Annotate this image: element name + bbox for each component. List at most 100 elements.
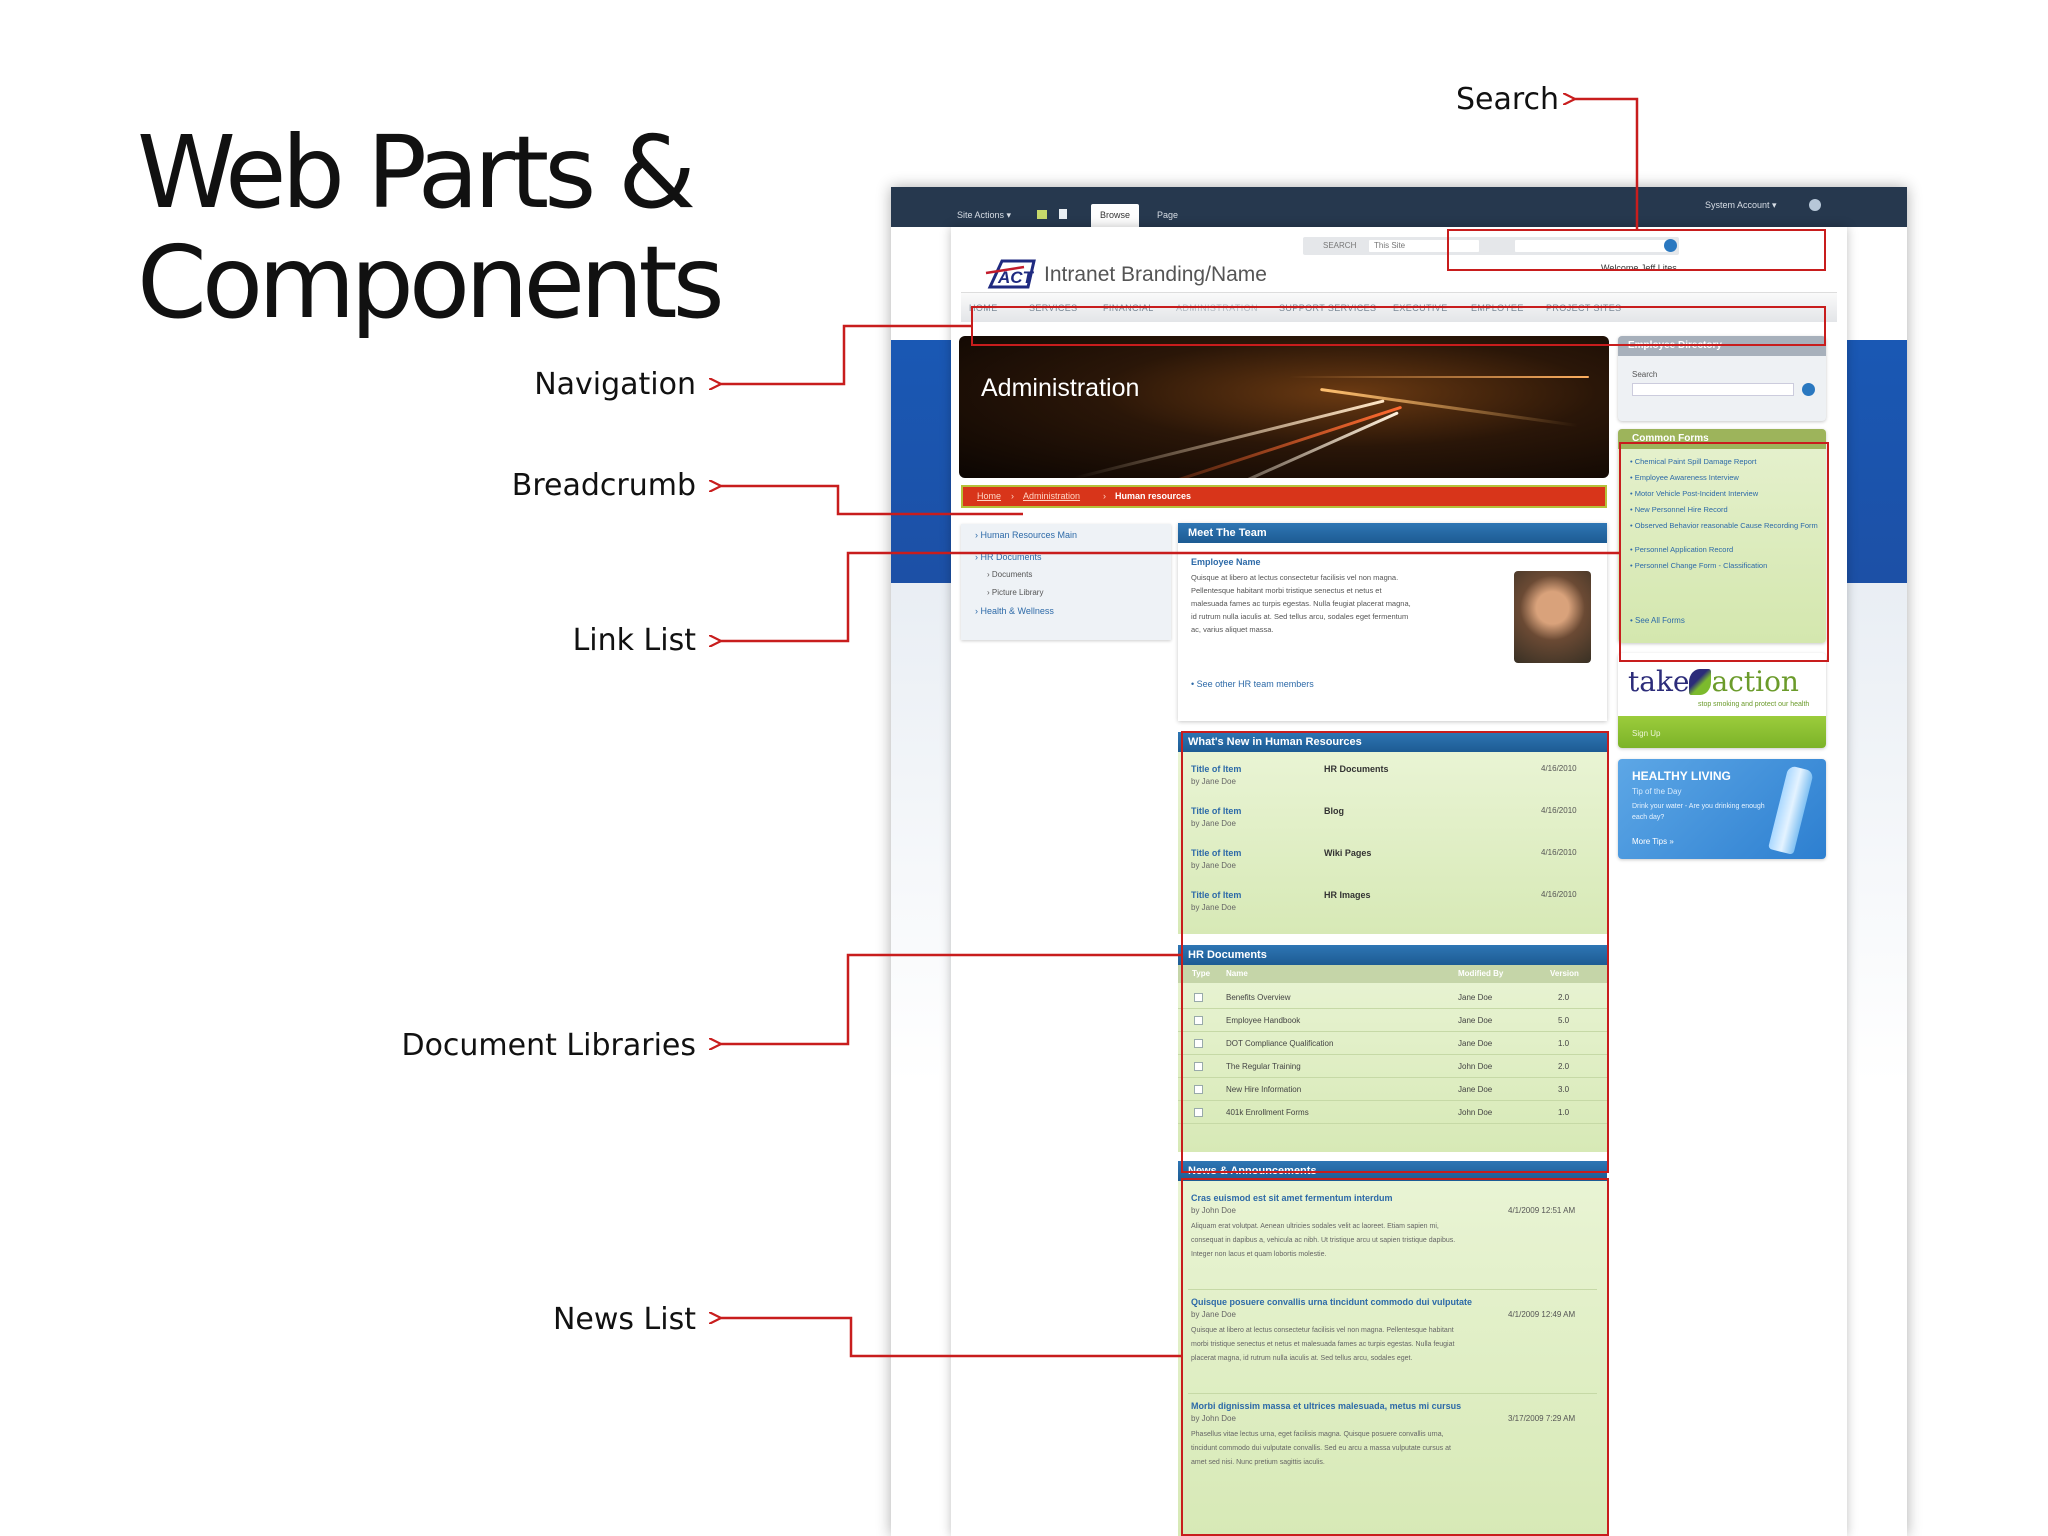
healthy-living-tip: Drink your water - Are you drinking enou…: [1632, 803, 1765, 821]
form-link-label: Chemical Paint Spill Damage Report: [1634, 457, 1757, 466]
breadcrumb-current: Human resources: [1115, 491, 1192, 501]
item-title[interactable]: Title of Item: [1191, 890, 1242, 900]
form-link[interactable]: • Chemical Paint Spill Damage Report: [1630, 457, 1820, 467]
meet-team-title: Meet The Team: [1178, 523, 1607, 543]
breadcrumb-home[interactable]: Home: [977, 491, 1002, 501]
nav-item-home[interactable]: HOME: [969, 303, 998, 313]
form-link[interactable]: • Observed Behavior reasonable Cause Rec…: [1630, 521, 1820, 531]
document-version: 5.0: [1558, 1016, 1570, 1025]
callout-breadcrumb: Breadcrumb: [511, 468, 696, 503]
form-link[interactable]: • Motor Vehicle Post-Incident Interview: [1630, 489, 1820, 499]
news-author: by John Doe: [1191, 1206, 1236, 1215]
welcome-text: Welcome Jeff Lites: [1601, 263, 1677, 273]
item-title[interactable]: Title of Item: [1191, 848, 1242, 858]
bio-line: Quisque at libero at lectus consectetur …: [1191, 573, 1399, 582]
form-link[interactable]: • New Personnel Hire Record: [1630, 505, 1820, 515]
document-name[interactable]: New Hire Information: [1226, 1085, 1302, 1094]
bullet: •: [1630, 473, 1635, 482]
news-body-line: amet sed nisi. Nunc pretium sagittis iac…: [1191, 1459, 1325, 1466]
link-list-item[interactable]: › Human Resources Main: [975, 530, 1077, 540]
callout-link-list: Link List: [572, 623, 696, 658]
tab-page[interactable]: Page: [1157, 210, 1179, 220]
document-name[interactable]: The Regular Training: [1226, 1062, 1301, 1071]
tab-browse[interactable]: Browse: [1091, 204, 1139, 227]
nav-item-project-sites[interactable]: PROJECT SITES: [1546, 303, 1622, 313]
nav-item-employee[interactable]: EMPLOYEE: [1471, 303, 1524, 313]
more-tips-link[interactable]: More Tips »: [1632, 837, 1674, 846]
item-date: 4/16/2010: [1541, 848, 1577, 857]
breadcrumb-administration[interactable]: Administration: [1023, 491, 1081, 501]
document-icon: [1194, 1062, 1203, 1071]
document-version: 1.0: [1558, 1108, 1570, 1117]
form-link-label: Personnel Change Form - Classification: [1634, 561, 1768, 570]
see-all-forms-label: See All Forms: [1635, 616, 1685, 625]
folder-icon[interactable]: [1037, 210, 1047, 219]
common-forms-title: Common Forms: [1618, 429, 1826, 449]
search-go-icon[interactable]: [1664, 239, 1677, 252]
take-action-link[interactable]: Sign Up: [1632, 729, 1661, 738]
link-list-item-label: HR Documents: [980, 552, 1042, 562]
news-headline[interactable]: Morbi dignissim massa et ultrices malesu…: [1191, 1401, 1462, 1411]
site-actions-menu[interactable]: Site Actions ▾: [957, 210, 1012, 220]
bullet: •: [1191, 679, 1197, 689]
item-title[interactable]: Title of Item: [1191, 764, 1242, 774]
link-list-item[interactable]: › Health & Wellness: [975, 606, 1054, 616]
news-body-line: morbi tristique senectus et netus et mal…: [1191, 1341, 1455, 1348]
whats-new-webpart: What's New in Human Resources Title of I…: [1178, 732, 1607, 934]
item-date: 4/16/2010: [1541, 806, 1577, 815]
nav-item-support-services[interactable]: SUPPORT SERVICES: [1279, 303, 1377, 313]
take-action-footer: Sign Up: [1618, 716, 1826, 748]
link-list-item[interactable]: › Picture Library: [987, 588, 1043, 597]
search-box[interactable]: SEARCH This Site: [1303, 237, 1679, 255]
column-header[interactable]: Modified By: [1458, 969, 1504, 978]
healthy-living-promo[interactable]: HEALTHY LIVING Tip of the Day Drink your…: [1618, 759, 1826, 859]
link-list-item-label: Health & Wellness: [980, 606, 1054, 616]
form-link[interactable]: • Personnel Change Form - Classification: [1630, 561, 1820, 571]
link-list-item[interactable]: › Documents: [987, 570, 1032, 579]
table-header: Type Name Modified By Version: [1178, 965, 1607, 983]
search-scope[interactable]: This Site: [1369, 240, 1479, 252]
document-name[interactable]: Benefits Overview: [1226, 993, 1291, 1002]
banner: Administration: [959, 336, 1609, 478]
form-link-label: Observed Behavior reasonable Cause Recor…: [1634, 521, 1818, 530]
see-all-forms-link[interactable]: • See All Forms: [1630, 616, 1685, 625]
employee-name[interactable]: Employee Name: [1191, 557, 1261, 567]
meet-the-team-webpart: Meet The Team Employee Name Quisque at l…: [1178, 523, 1607, 721]
document-name[interactable]: 401k Enrollment Forms: [1226, 1108, 1309, 1117]
document-name[interactable]: DOT Compliance Qualification: [1226, 1039, 1334, 1048]
account-menu[interactable]: System Account ▾: [1705, 200, 1777, 210]
item-type: Blog: [1324, 806, 1344, 816]
item-title[interactable]: Title of Item: [1191, 806, 1242, 816]
bio-line: ac, varius aliquet massa.: [1191, 625, 1274, 634]
take-action-tagline: stop smoking and protect our health: [1698, 701, 1810, 708]
news-headline[interactable]: Cras euismod est sit amet fermentum inte…: [1191, 1193, 1393, 1203]
user-icon[interactable]: [1809, 199, 1821, 211]
form-link[interactable]: • Employee Awareness Interview: [1630, 473, 1820, 483]
bullet: •: [1630, 521, 1635, 530]
nav-item-services[interactable]: SERVICES: [1029, 303, 1078, 313]
nav-item-executive[interactable]: EXECUTIVE: [1393, 303, 1448, 313]
link-list-item[interactable]: › HR Documents: [975, 552, 1042, 562]
form-link-label: Personnel Application Record: [1634, 545, 1734, 554]
directory-search-input[interactable]: [1632, 383, 1794, 396]
nav-item-financial[interactable]: FINANCIAL: [1103, 303, 1154, 313]
nav-item-administration[interactable]: ADMINISTRATION: [1176, 303, 1258, 313]
search-input[interactable]: [1515, 240, 1671, 252]
page-icon[interactable]: [1059, 209, 1067, 219]
column-header[interactable]: Type: [1192, 969, 1211, 978]
news-headline[interactable]: Quisque posuere convallis urna tincidunt…: [1191, 1297, 1473, 1307]
link-list: › Human Resources Main › HR Documents › Do…: [961, 524, 1171, 640]
column-header[interactable]: Name: [1226, 969, 1248, 978]
form-link[interactable]: • Personnel Application Record: [1630, 545, 1820, 555]
directory-search-icon[interactable]: [1802, 383, 1815, 396]
column-header[interactable]: Version: [1550, 969, 1579, 978]
document-name[interactable]: Employee Handbook: [1226, 1016, 1301, 1025]
brand-name: Intranet Branding/Name: [1044, 263, 1267, 286]
see-team-link[interactable]: • See other HR team members: [1191, 679, 1314, 689]
